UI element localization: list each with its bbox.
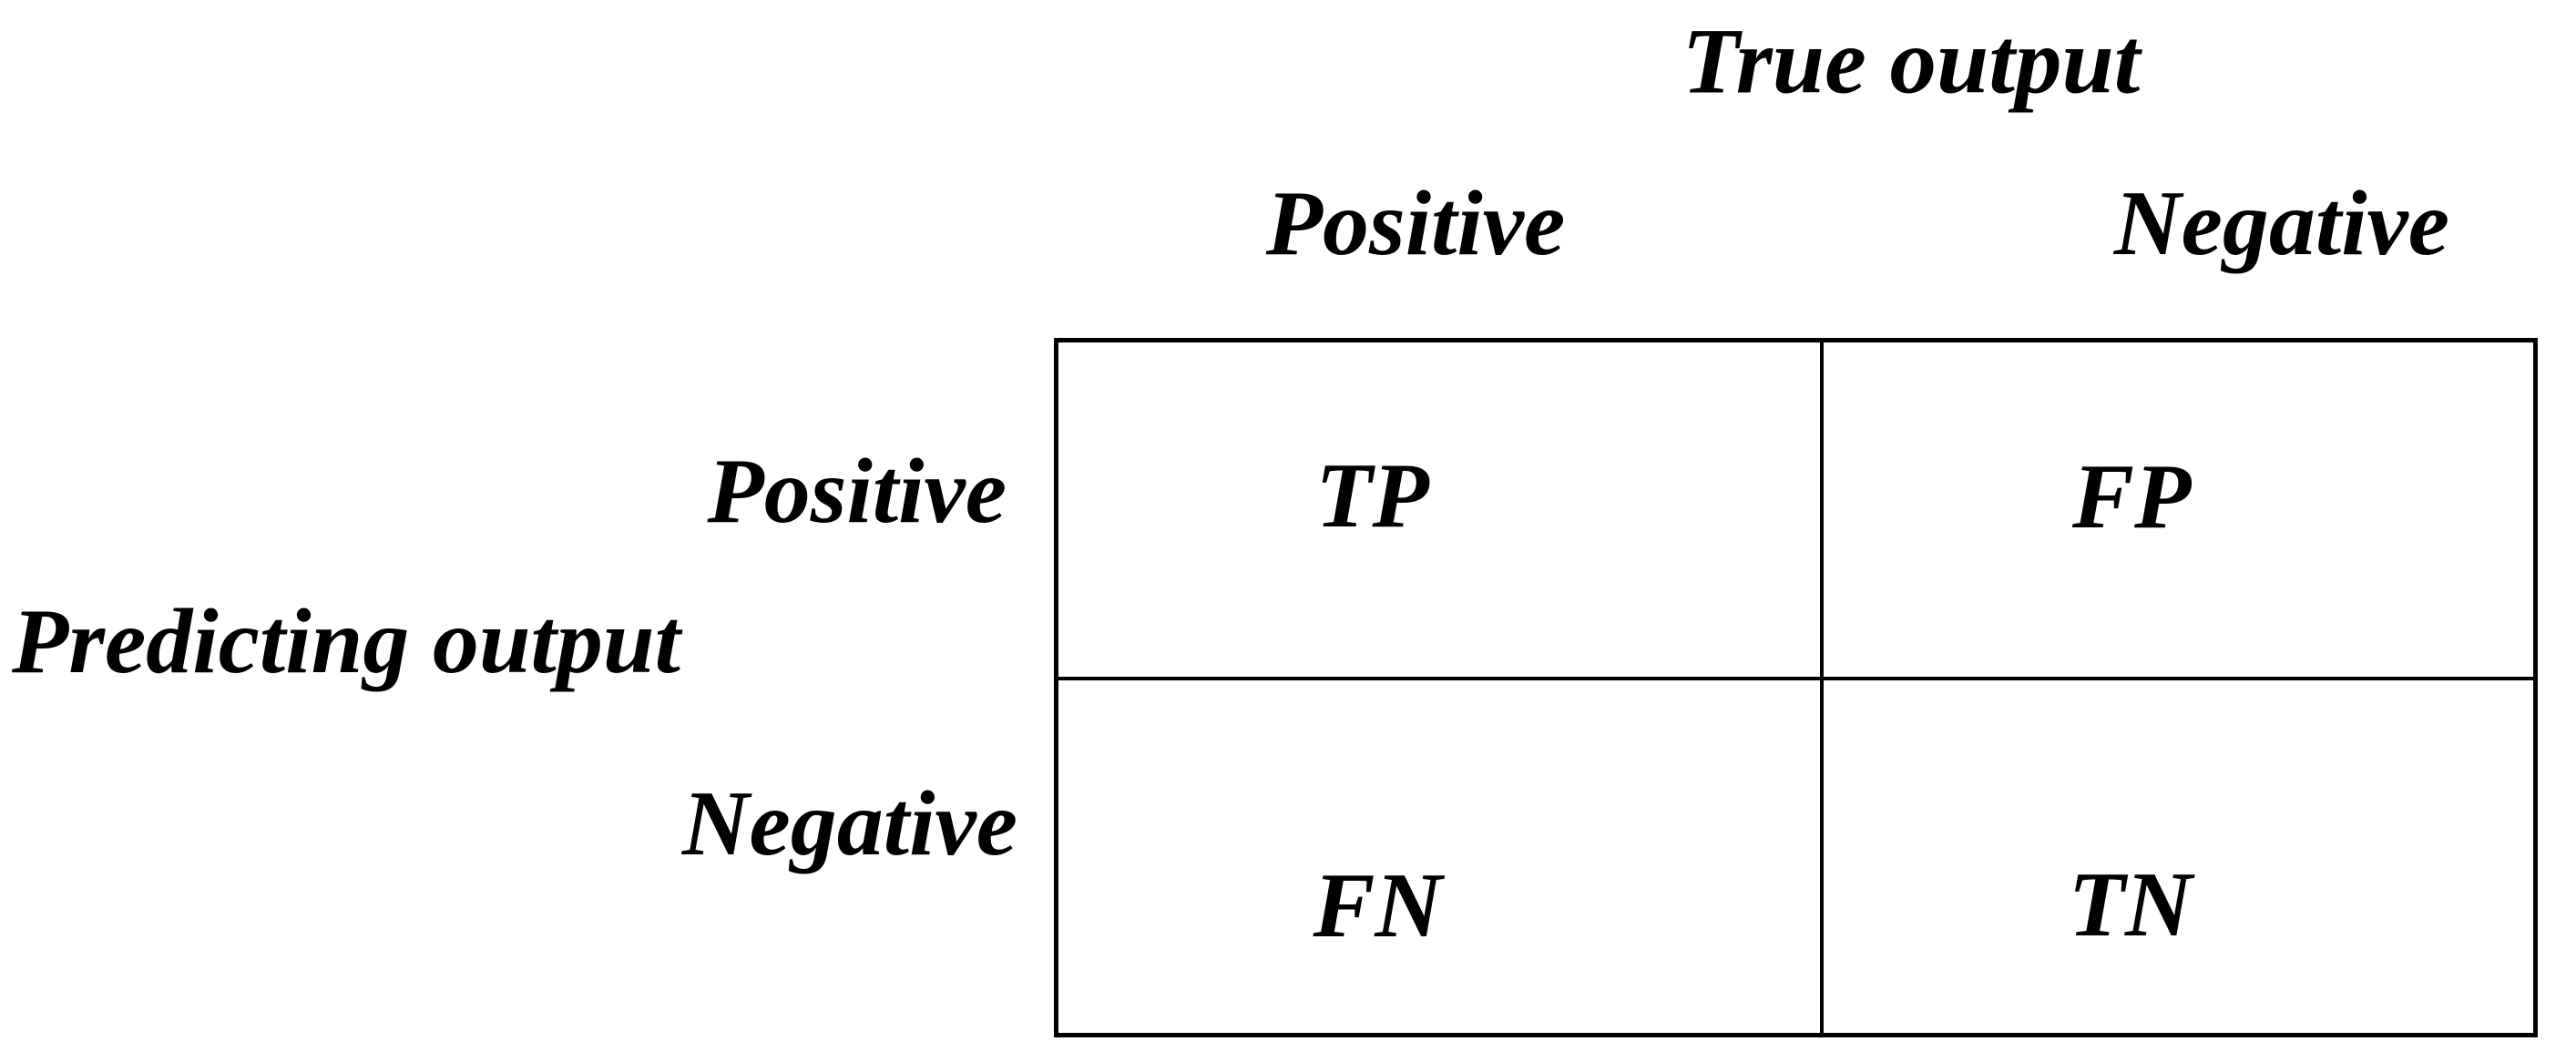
row-axis-title: Predicting output [12,590,680,693]
column-axis-title: True output [1682,9,2141,114]
cell-tn: TN [1824,680,2533,1033]
cell-fp: FP [1824,342,2533,681]
row-header-positive: Positive [707,440,1007,543]
cell-tp: TP [1058,342,1825,681]
column-header-positive: Positive [1265,172,1566,275]
cell-fn-label: FN [1313,853,1443,957]
cell-fp-label: FP [2072,444,2192,548]
row-header-negative: Negative [681,772,1017,875]
column-header-negative: Negative [2113,172,2450,275]
cell-tp-label: TP [1315,444,1429,547]
cell-tn-label: TN [2068,853,2193,956]
cell-fn: FN [1058,680,1825,1033]
matrix-grid: TP FP FN TN [1054,338,2538,1037]
